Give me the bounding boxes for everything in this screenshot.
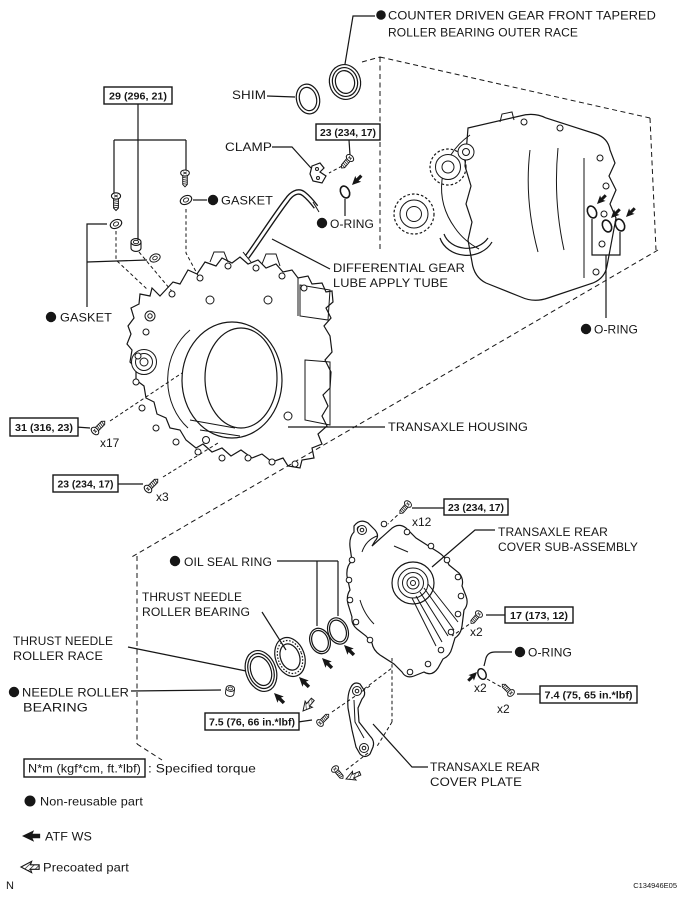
lube-tube-drawing [242,189,320,263]
label-thrust-bearing-1: THRUST NEEDLE [142,590,242,604]
bolt-icon [180,169,190,188]
atf-arrow-icon [22,830,41,842]
shim-ring [295,83,321,115]
label-rear-cover-2: COVER SUB-ASSEMBLY [498,540,638,554]
qty-x2-oring: x2 [474,681,487,695]
transaxle-housing-drawing [126,251,334,469]
counter-race-ring [328,64,362,100]
label-oring-case: O-RING [594,323,638,337]
label-gasket-top: GASKET [221,194,274,208]
non-reusable-bullet [376,10,386,20]
legend-atf: ATF WS [45,830,92,844]
non-reusable-bullet [316,217,328,229]
figure-code: C134946E05 [633,881,677,890]
torque-box-17: 17 (173, 12) x2 [470,606,574,639]
non-reusable-bullet [514,646,526,658]
bolt-icon [499,681,517,699]
label-transaxle-housing: TRANSAXLE HOUSING [388,420,528,434]
non-reusable-bullet [24,795,36,807]
label-counter-race-2: ROLLER BEARING OUTER RACE [388,26,578,40]
label-cover-plate-2: COVER PLATE [430,775,522,789]
qty-x2-17: x2 [470,625,483,639]
legend-torque-unit: N*m (kgf*cm, ft.*lbf) [28,762,141,776]
label-shim: SHIM [232,88,266,102]
oring-cover-part [475,666,489,682]
non-reusable-bullet [169,555,181,567]
plug-icon [130,238,142,252]
torque-box-74: 7.4 (75, 65 in.*lbf) x2 [497,685,638,716]
qty-x12: x12 [412,515,432,529]
bolt-icon [396,498,414,517]
precoated-arrow-icons [298,695,363,784]
torque-box-75: 7.5 (76, 66 in.*lbf) [204,712,300,731]
torque-17-value: 17 (173, 12) [510,610,568,622]
exploded-axis-lines [109,56,659,771]
label-thrust-race-1: THRUST NEEDLE [13,634,113,648]
qty-x17: x17 [100,436,120,450]
bolt-icon [110,192,122,212]
washer-icon [108,217,124,231]
non-reusable-bullet [580,323,592,335]
torque-74-value: 7.4 (75, 65 in.*lbf) [545,690,633,702]
label-cover-plate-1: TRANSAXLE REAR [430,760,540,774]
torque-23-left-value: 23 (234, 17) [58,479,114,491]
qty-x3: x3 [156,490,169,504]
label-diff-tube-2: LUBE APPLY TUBE [333,276,448,290]
torque-box-23-top: 23 (234, 17) [315,123,381,141]
label-rear-cover-1: TRANSAXLE REAR [498,525,608,539]
label-gasket-left: GASKET [60,311,113,325]
label-counter-race-1: COUNTER DRIVEN GEAR FRONT TAPERED [388,9,656,23]
non-reusable-bullet [45,311,57,323]
label-clamp: CLAMP [225,140,272,154]
transaxle-case-drawing [393,111,617,301]
torque-box-23-mid: 23 (234, 17) x12 [412,498,509,529]
qty-x2-74: x2 [497,702,510,716]
label-needle-bearing-1: NEEDLE ROLLER [22,686,129,700]
screw-icon [314,711,332,729]
thrust-race-ring [244,650,278,692]
legend: N*m (kgf*cm, ft.*lbf) : Specified torque… [6,758,677,892]
torque-23-mid-value: 23 (234, 17) [448,502,504,514]
bolt-icon [89,417,109,437]
torque-75-value: 7.5 (76, 66 in.*lbf) [209,717,295,729]
label-diff-tube-1: DIFFERENTIAL GEAR [333,261,465,275]
non-reusable-bullet [207,194,219,206]
washer-icon [148,251,162,265]
label-thrust-race-2: ROLLER RACE [13,649,103,663]
precoated-arrow-icon [20,860,40,874]
oring-case-2 [599,217,615,235]
washer-icon [178,193,194,207]
oring-tube-part [337,183,353,201]
needle-roller-bearing-part [224,684,236,698]
screw-icon [329,763,347,782]
legend-precoated: Precoated part [43,861,130,875]
torque-31-value: 31 (316, 23) [15,422,73,434]
legend-torque-desc: : Specified torque [148,762,256,776]
clamp-part [309,162,327,184]
bolt-icon [467,608,485,627]
page-marker: N [6,880,14,892]
label-oring-tube: O-RING [330,217,374,231]
non-reusable-bullet [8,686,20,698]
legend-non-reusable: Non-reusable part [40,795,144,809]
thrust-needle-bearing-part [274,636,306,678]
label-oring-cover: O-RING [528,646,572,660]
bolt-icon [337,152,356,172]
label-needle-bearing-2: BEARING [23,701,88,715]
torque-23-top-value: 23 (234, 17) [320,127,376,139]
torque-unit-box [23,758,146,778]
label-oil-seal-ring: OIL SEAL RING [184,555,272,569]
cover-plate-drawing [347,682,375,758]
torque-box-31: 31 (316, 23) x17 [9,417,120,450]
torque-29-value: 29 (296, 21) [109,91,167,103]
oring-case-1 [584,203,600,221]
torque-box-29: 29 (296, 21) [103,86,173,105]
oil-seal-ring-2 [326,617,350,645]
torque-box-23-left: 23 (234, 17) x3 [52,474,169,504]
leader-lines [75,15,621,768]
label-thrust-bearing-2: ROLLER BEARING [142,605,250,619]
rear-cover-drawing [345,520,468,678]
part-labels: COUNTER DRIVEN GEAR FRONT TAPERED ROLLER… [8,9,656,789]
